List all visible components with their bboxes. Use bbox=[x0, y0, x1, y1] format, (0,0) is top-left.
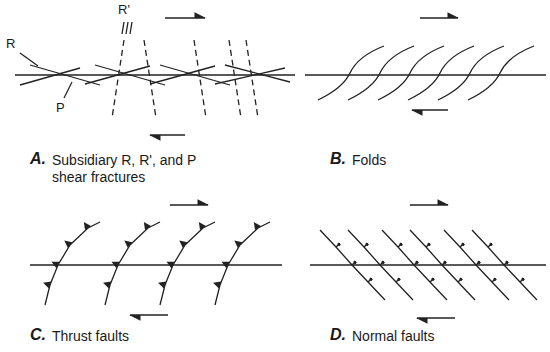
panel-d bbox=[310, 205, 546, 318]
panel-a bbox=[15, 18, 295, 135]
panel-c bbox=[30, 205, 282, 315]
fracture-label: R' bbox=[118, 2, 130, 17]
panel-letter: C. bbox=[30, 326, 46, 344]
panel-caption: Thrust faults bbox=[52, 328, 230, 345]
panel-letter: D. bbox=[330, 326, 346, 344]
fracture-label: R bbox=[6, 36, 15, 51]
panel-b bbox=[305, 18, 546, 110]
panel-caption: Normal faults bbox=[352, 328, 530, 345]
panel-letter: B. bbox=[330, 150, 346, 168]
fracture-label: P bbox=[56, 100, 65, 115]
panel-letter: A. bbox=[30, 150, 46, 168]
panel-caption: Folds bbox=[352, 152, 530, 169]
panel-caption: Subsidiary R, R', and P shear fractures bbox=[52, 152, 230, 186]
